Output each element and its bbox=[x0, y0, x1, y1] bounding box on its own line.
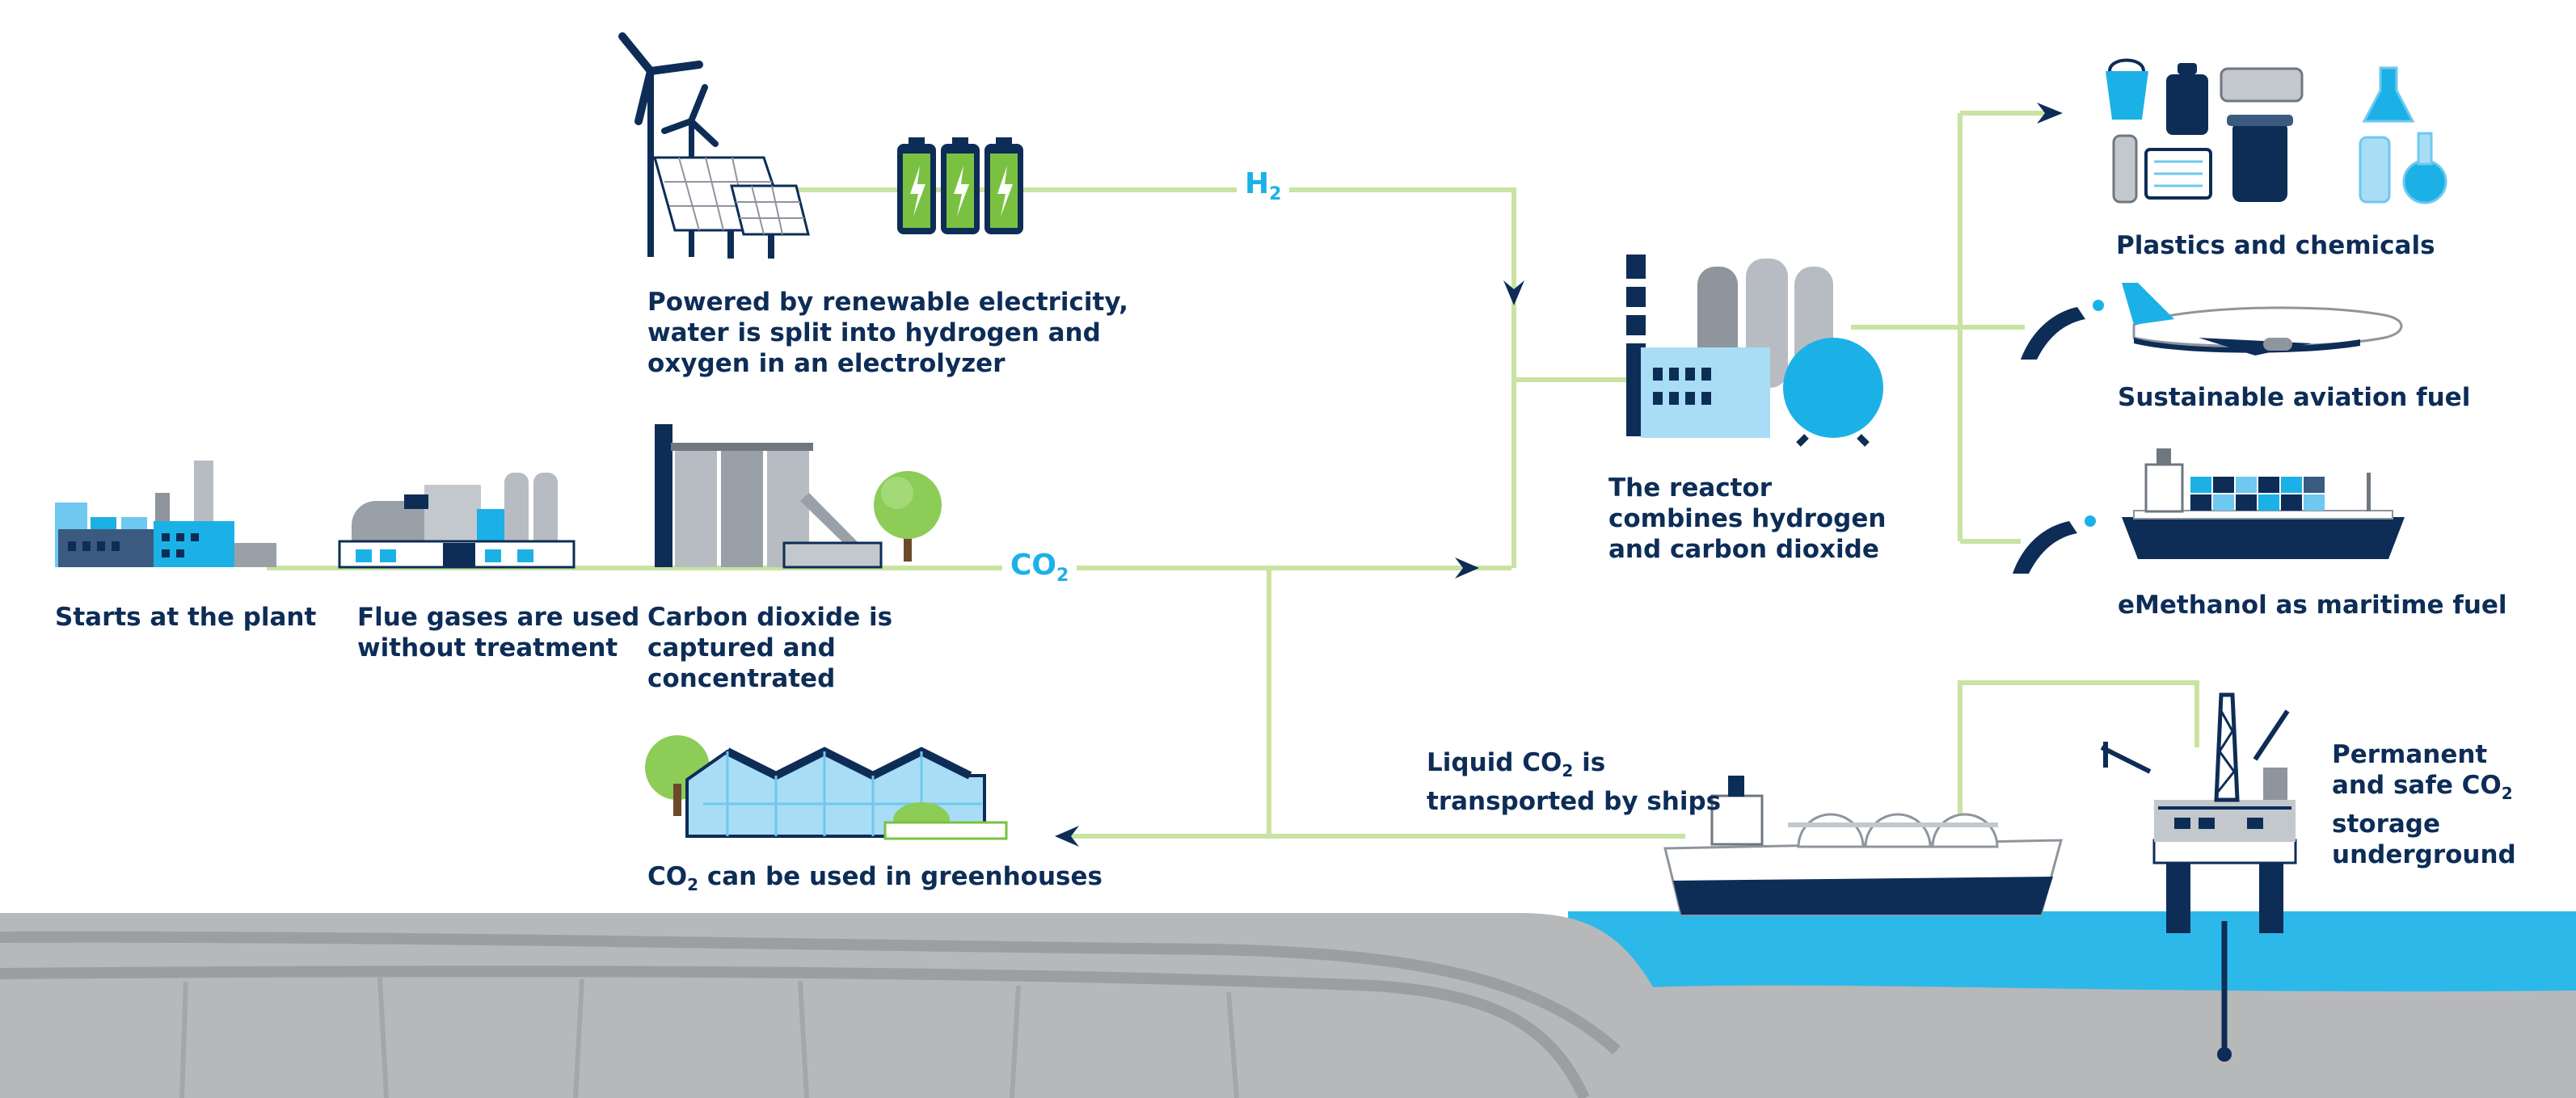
battery-icon bbox=[897, 137, 1023, 234]
storage-label-sub: 2 bbox=[2501, 784, 2513, 804]
arrow-right bbox=[1455, 557, 1479, 578]
co2-marker: CO2 bbox=[1002, 549, 1077, 587]
aviation-label: Sustainable aviation fuel bbox=[2118, 383, 2471, 412]
flue-gas-plant-icon bbox=[338, 473, 575, 569]
plastics-chemicals-icon bbox=[2106, 58, 2447, 204]
capture-label-line: Carbon dioxide is bbox=[647, 603, 893, 632]
greenhouse-label-pre: CO bbox=[647, 862, 688, 891]
reactor-label-line: and carbon dioxide bbox=[1608, 535, 1879, 564]
fuel-nozzle-icon bbox=[2013, 300, 2104, 574]
electrolyzer-label-line: water is split into hydrogen and bbox=[647, 318, 1101, 347]
sea bbox=[1568, 911, 2576, 1000]
storage-label-line: Permanent bbox=[2332, 740, 2488, 769]
plant-label: Starts at the plant bbox=[55, 603, 317, 632]
offshore-platform-icon bbox=[2100, 692, 2297, 933]
ships-label-post: is bbox=[1573, 748, 1606, 777]
storage-label-line: underground bbox=[2332, 840, 2516, 870]
tree-icon bbox=[874, 471, 942, 562]
storage-label: Permanent and safe CO2 storage undergrou… bbox=[2332, 739, 2516, 870]
storage-label-pre: and safe CO bbox=[2332, 771, 2502, 800]
drill-end bbox=[2217, 1047, 2232, 1062]
flue-label-line: without treatment bbox=[357, 633, 618, 663]
airplane-icon bbox=[2122, 283, 2403, 355]
greenhouse-icon bbox=[645, 735, 1008, 840]
ships-label-line1: Liquid CO2 is bbox=[1427, 747, 1721, 786]
capture-label: Carbon dioxide is captured and concentra… bbox=[647, 602, 892, 694]
rock-cracks bbox=[179, 977, 1239, 1098]
ships-label-pre: Liquid CO bbox=[1427, 748, 1562, 777]
container-ship-icon bbox=[2122, 448, 2405, 559]
lng-ship-icon bbox=[1663, 776, 2063, 916]
arrow-down bbox=[1503, 280, 1524, 305]
arrow-left bbox=[1055, 826, 1079, 847]
co2-sub: 2 bbox=[1056, 566, 1069, 587]
electrolyzer-label-line: Powered by renewable electricity, bbox=[647, 288, 1128, 317]
capture-silo-icon bbox=[655, 424, 883, 569]
co2-base: CO bbox=[1010, 549, 1057, 582]
flue-label: Flue gases are used without treatment bbox=[357, 602, 639, 663]
h2-marker: H2 bbox=[1237, 167, 1290, 205]
ships-label-line2: transported by ships bbox=[1427, 787, 1722, 817]
storage-label-line: storage bbox=[2332, 810, 2440, 839]
capture-label-line: concentrated bbox=[647, 664, 836, 693]
greenhouse-label-post: can be used in greenhouses bbox=[698, 862, 1102, 891]
reactor-label-line: The reactor bbox=[1608, 473, 1773, 503]
reactor-icon bbox=[1626, 255, 1883, 447]
maritime-label: eMethanol as maritime fuel bbox=[2118, 591, 2507, 620]
plastics-label: Plastics and chemicals bbox=[2116, 231, 2435, 260]
greenhouse-label-sub: 2 bbox=[687, 875, 699, 895]
h2-sub: 2 bbox=[1269, 184, 1282, 205]
reactor-label-line: combines hydrogen bbox=[1608, 504, 1887, 533]
rock-strata bbox=[0, 931, 1621, 1098]
flow-lines bbox=[267, 111, 2199, 839]
ships-label: Liquid CO2 is transported by ships bbox=[1427, 747, 1721, 817]
flow-arrows bbox=[1055, 103, 2063, 847]
solar-panel-icon bbox=[653, 156, 810, 259]
storage-label-line: and safe CO2 bbox=[2332, 770, 2516, 809]
storage-line bbox=[1958, 680, 2199, 816]
seabed bbox=[1600, 985, 2576, 1098]
flue-label-line: Flue gases are used bbox=[357, 603, 640, 632]
ships-label-sub: 2 bbox=[1562, 761, 1574, 781]
h2-line bbox=[796, 187, 1516, 291]
capture-label-line: captured and bbox=[647, 633, 836, 663]
factory-icon bbox=[55, 461, 276, 567]
electrolyzer-label-line: oxygen in an electrolyzer bbox=[647, 349, 1006, 378]
reactor-label: The reactor combines hydrogen and carbon… bbox=[1608, 473, 1886, 565]
arrow-plastics bbox=[2037, 103, 2063, 124]
ground-and-sea bbox=[0, 911, 2576, 1098]
h2-base: H bbox=[1245, 167, 1270, 200]
greenhouse-label: CO2 can be used in greenhouses bbox=[647, 861, 1102, 900]
ground bbox=[0, 913, 1681, 1098]
electrolyzer-label: Powered by renewable electricity, water … bbox=[647, 287, 1128, 379]
